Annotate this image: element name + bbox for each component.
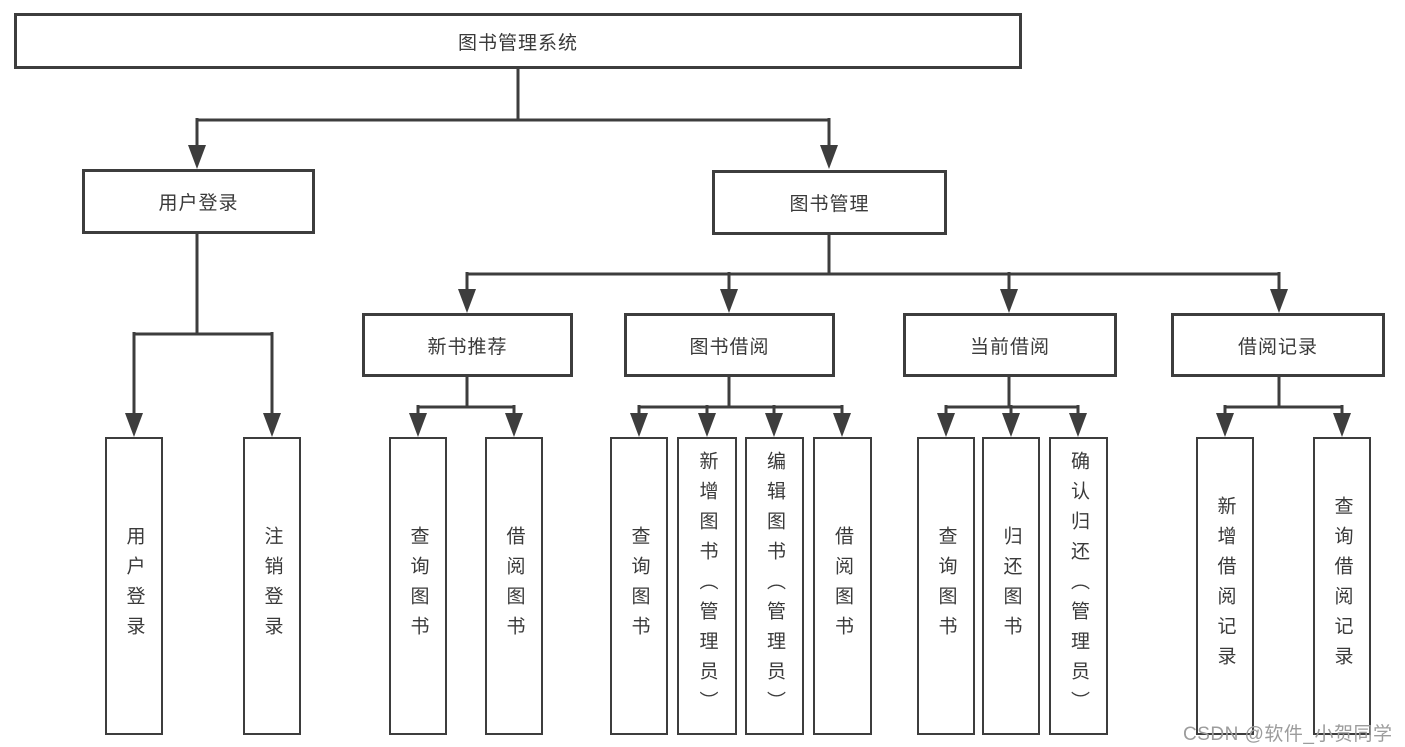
node-label: 当前借阅 — [969, 336, 1050, 358]
node-user-login: 用户登录 — [82, 169, 315, 234]
node-label: 图书管理 — [789, 194, 870, 215]
leaf-return-books: 归还图书 — [982, 437, 1040, 735]
leaf-label: 确认归还（管理员） — [1068, 451, 1089, 721]
node-label: 新书推荐 — [427, 336, 508, 358]
leaf-borrow-books-recommend: 借阅图书 — [485, 437, 543, 735]
leaf-borrow-books: 借阅图书 — [813, 437, 872, 735]
leaf-label: 查询借阅记录 — [1331, 496, 1353, 676]
leaf-add-borrow-record: 新增借阅记录 — [1196, 437, 1254, 735]
leaf-query-books-recommend: 查询图书 — [389, 437, 447, 735]
leaf-label: 新增图书（管理员） — [696, 451, 718, 721]
node-borrowing-records: 借阅记录 — [1171, 313, 1385, 377]
csdn-watermark: CSDN @软件_小贺同学 — [1183, 724, 1393, 745]
leaf-label: 用户登录 — [123, 526, 145, 646]
leaf-label: 注销登录 — [261, 526, 283, 646]
node-label: 用户登录 — [158, 193, 239, 214]
node-label: 图书借阅 — [689, 336, 770, 358]
leaf-label: 新增借阅记录 — [1214, 496, 1236, 676]
leaf-label: 归还图书 — [1000, 526, 1022, 646]
node-book-management: 图书管理 — [712, 170, 947, 235]
node-current-borrowing: 当前借阅 — [903, 313, 1117, 377]
leaf-logout: 注销登录 — [243, 437, 301, 735]
node-label: 图书管理系统 — [457, 32, 578, 54]
leaf-user-login: 用户登录 — [105, 437, 163, 735]
leaf-label: 查询图书 — [407, 526, 429, 646]
leaf-edit-books-admin: 编辑图书（管理员） — [745, 437, 804, 735]
node-new-book-recommendation: 新书推荐 — [362, 313, 573, 377]
node-label: 借阅记录 — [1237, 336, 1318, 358]
leaf-label: 查询图书 — [628, 526, 650, 646]
leaf-label: 借阅图书 — [832, 526, 853, 646]
leaf-query-books-borrow: 查询图书 — [610, 437, 668, 735]
leaf-label: 借阅图书 — [503, 526, 525, 646]
leaf-add-books-admin: 新增图书（管理员） — [677, 437, 737, 735]
leaf-confirm-return-admin: 确认归还（管理员） — [1049, 437, 1108, 735]
node-library-management-system: 图书管理系统 — [14, 13, 1022, 69]
leaf-label: 编辑图书（管理员） — [764, 451, 785, 721]
node-book-borrowing: 图书借阅 — [624, 313, 835, 377]
leaf-query-books-current: 查询图书 — [917, 437, 975, 735]
leaf-label: 查询图书 — [935, 526, 957, 646]
leaf-query-borrow-record: 查询借阅记录 — [1313, 437, 1371, 735]
